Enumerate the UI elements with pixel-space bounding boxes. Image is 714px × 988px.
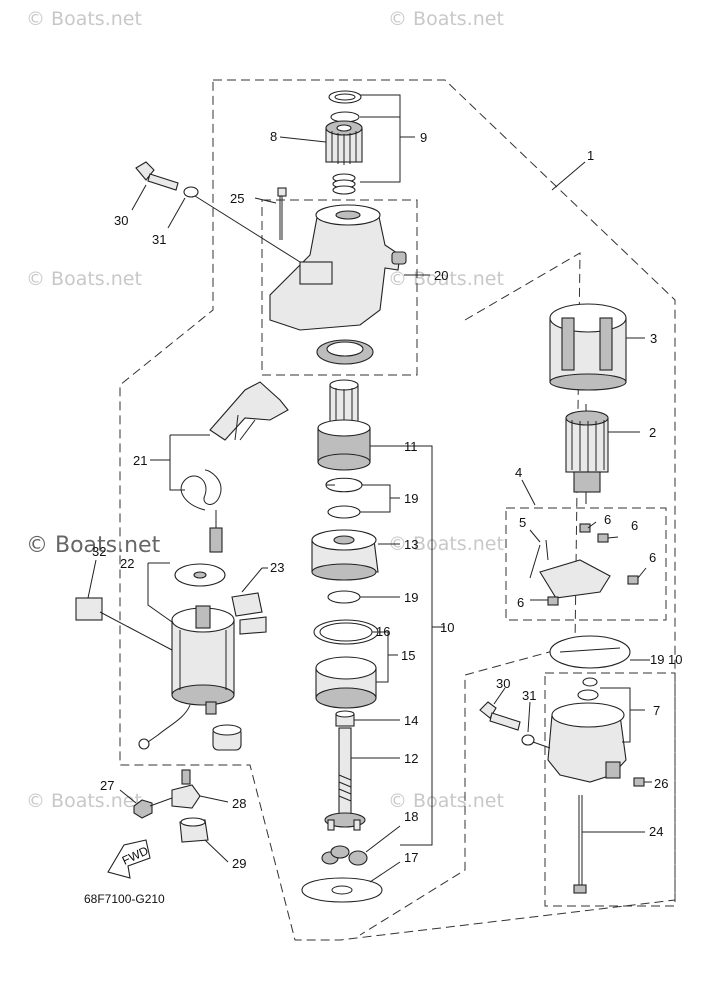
callout-31: 31 <box>522 688 536 703</box>
callout-19: 19 <box>404 491 418 506</box>
callout-20: 20 <box>434 268 448 283</box>
pinion-gear <box>325 120 363 165</box>
callout-9: 9 <box>420 130 427 145</box>
callout-29: 29 <box>232 856 246 871</box>
boot-cap <box>212 724 242 751</box>
callout-28: 28 <box>232 796 246 811</box>
callout-19: 19 <box>404 590 418 605</box>
callout-5: 5 <box>519 515 526 530</box>
rear-cover-7 <box>547 702 627 783</box>
diagram-code: 68F7100-G210 <box>84 892 165 906</box>
solenoid-body <box>171 605 235 706</box>
pinion-spring <box>332 173 356 195</box>
callout-6: 6 <box>649 550 656 565</box>
watermark: © Boats.net <box>26 268 142 290</box>
callout-32: 32 <box>92 544 106 559</box>
watermark: © Boats.net <box>26 8 142 30</box>
o-ring-7 <box>582 677 598 687</box>
planetary-gears-18 <box>321 845 368 866</box>
gear-carrier-13 <box>311 529 379 581</box>
fwd-arrow-icon: FWD <box>107 839 151 879</box>
watermark: © Boats.net <box>388 790 504 812</box>
screw-26 <box>633 777 645 787</box>
callout-15: 15 <box>401 648 415 663</box>
watermark: © Boats.net <box>388 8 504 30</box>
nut-27 <box>133 799 153 819</box>
shift-lever <box>209 381 289 441</box>
lever-spring <box>180 469 222 511</box>
front-bracket <box>269 204 407 331</box>
callout-13: 13 <box>404 537 418 552</box>
callout-19: 19 <box>650 652 664 667</box>
bolt-30-left <box>135 161 179 191</box>
washer-19b <box>327 590 361 604</box>
callout-4: 4 <box>515 465 522 480</box>
callout-11: 11 <box>404 439 418 454</box>
pinion-shaft-12 <box>324 727 366 831</box>
watermark: © Boats.net <box>26 790 142 812</box>
callout-25: 25 <box>230 191 244 206</box>
packing-16 <box>313 619 379 645</box>
circlip-19 <box>325 477 363 493</box>
through-bolt-24 <box>573 795 587 894</box>
callout-30: 30 <box>114 213 128 228</box>
callout-14: 14 <box>404 713 418 728</box>
washer-31-right <box>521 734 535 746</box>
front-bracket-box <box>261 199 418 376</box>
brush-holder-assembly <box>529 523 639 606</box>
insulator-plate-19 <box>549 635 631 669</box>
callout-26: 26 <box>654 776 668 791</box>
terminal-bolt-28 <box>149 769 201 809</box>
through-bolt-25 <box>277 187 287 240</box>
bolt-30-right <box>479 701 521 731</box>
yoke-3 <box>549 303 627 391</box>
callout-6: 6 <box>631 518 638 533</box>
callout-6: 6 <box>517 595 524 610</box>
washer-31-left <box>183 186 199 198</box>
callout-18: 18 <box>404 809 418 824</box>
callout-30: 30 <box>496 676 510 691</box>
stop-ring <box>328 90 362 104</box>
callout-31: 31 <box>152 232 166 247</box>
armature-group-boundary <box>359 252 581 936</box>
brush-holder-box <box>505 507 667 621</box>
internal-gear-15 <box>315 656 377 709</box>
washer-19 <box>327 505 361 519</box>
callout-12: 12 <box>404 751 418 766</box>
callout-21: 21 <box>133 453 147 468</box>
plunger-bolt <box>209 510 223 553</box>
armature-2 <box>565 404 609 504</box>
callout-8: 8 <box>270 129 277 144</box>
watermark: © Boats.net <box>26 533 161 558</box>
callout-3: 3 <box>650 331 657 346</box>
label-tag-32 <box>75 597 103 621</box>
rear-cover-box <box>544 672 676 907</box>
assembly-boundary <box>119 79 676 941</box>
bearing <box>316 339 374 365</box>
callout-16: 16 <box>376 624 390 639</box>
callout-10: 10 <box>668 652 682 667</box>
callout-2: 2 <box>649 425 656 440</box>
callout-23: 23 <box>270 560 284 575</box>
callout-10: 10 <box>440 620 454 635</box>
callout-22: 22 <box>120 556 134 571</box>
plate-17 <box>301 877 383 903</box>
callout-1: 1 <box>587 148 594 163</box>
bush-14 <box>335 710 355 727</box>
washer-7 <box>577 689 599 701</box>
callout-27: 27 <box>100 778 114 793</box>
callout-17: 17 <box>404 850 418 865</box>
starter-clutch <box>317 379 371 471</box>
callout-7: 7 <box>653 703 660 718</box>
insulator-29 <box>179 817 209 843</box>
solenoid-lead <box>138 701 217 750</box>
solenoid-plate <box>174 563 226 587</box>
spacer-23 <box>231 592 267 635</box>
watermark: © Boats.net <box>388 533 504 555</box>
callout-24: 24 <box>649 824 663 839</box>
callout-6: 6 <box>604 512 611 527</box>
